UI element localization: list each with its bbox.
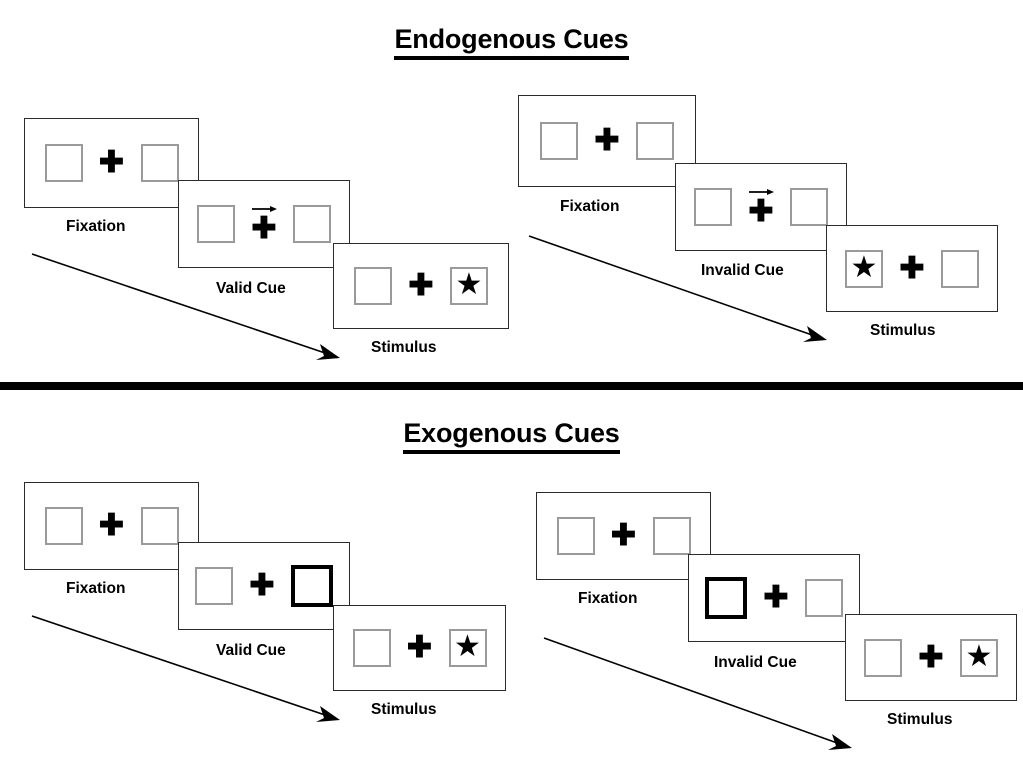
- plus-icon: ✚: [594, 124, 620, 157]
- caption-endogenous-valid-fixation: Fixation: [66, 218, 126, 235]
- fixation-cross: ✚: [916, 636, 946, 680]
- fixation-cross: ✚: [609, 514, 639, 558]
- plus-icon: ✚: [98, 509, 125, 542]
- plus-icon: ✚: [918, 640, 944, 674]
- exogenous-title-text: Exogenous Cues: [403, 418, 620, 454]
- arrow-right-icon: [252, 206, 277, 212]
- endogenous-section: Endogenous Cues ✚ Fixation ✚ Valid Cue: [0, 24, 1023, 360]
- stim-box-right: [293, 205, 331, 243]
- caption-endogenous-invalid-stimulus: Stimulus: [870, 322, 936, 339]
- fixation-cross: ✚: [405, 626, 435, 670]
- caption-exogenous-invalid-fixation: Fixation: [578, 590, 638, 607]
- stim-box-right: [140, 507, 179, 545]
- panel-exogenous-valid-cue: ✚: [178, 542, 350, 630]
- stim-box-left: [556, 517, 595, 555]
- fixation-cross: ✚: [592, 119, 622, 163]
- caption-exogenous-valid-stimulus: Stimulus: [371, 701, 437, 718]
- caption-exogenous-invalid-stimulus: Stimulus: [887, 711, 953, 728]
- stim-box-left: [197, 205, 235, 243]
- panel-exogenous-invalid-fixation: ✚: [536, 492, 711, 580]
- stim-box-left: [352, 629, 391, 667]
- plus-icon: ✚: [763, 581, 789, 614]
- section-divider: [0, 382, 1023, 390]
- star-icon: ★: [455, 268, 483, 301]
- stim-box-left: [694, 188, 732, 226]
- panel-endogenous-invalid-cue: ✚: [675, 163, 847, 251]
- stim-box-right: [790, 188, 828, 226]
- stim-box-right: [941, 249, 979, 288]
- endogenous-section-title: Endogenous Cues: [0, 24, 1023, 60]
- plus-icon: ✚: [406, 631, 433, 664]
- panel-exogenous-valid-stimulus: ✚ ★: [333, 605, 506, 691]
- stim-box-left-target: ★: [845, 249, 883, 288]
- panel-endogenous-valid-fixation: ✚: [24, 118, 199, 208]
- panel-endogenous-invalid-fixation: ✚: [518, 95, 696, 187]
- stim-box-right: [805, 579, 843, 617]
- panel-endogenous-valid-cue: ✚: [178, 180, 350, 268]
- stim-box-right: [652, 517, 691, 555]
- plus-icon: ✚: [251, 212, 277, 245]
- star-icon: ★: [850, 250, 878, 284]
- arrow-right-icon: [749, 189, 774, 195]
- fixation-cross: ✚: [247, 564, 277, 608]
- plus-icon: ✚: [610, 519, 637, 552]
- plus-icon: ✚: [748, 195, 774, 228]
- caption-endogenous-invalid-fixation: Fixation: [560, 198, 620, 215]
- stim-box-right: [636, 122, 674, 160]
- caption-exogenous-invalid-cue: Invalid Cue: [714, 654, 797, 671]
- fixation-cross: ✚: [406, 264, 436, 308]
- stim-box-left: [354, 267, 392, 305]
- plus-icon: ✚: [249, 569, 275, 602]
- fixation-cross-with-arrow-cue: ✚: [746, 185, 776, 229]
- fixation-cross: ✚: [897, 247, 927, 291]
- stim-box-right-target: ★: [450, 267, 488, 305]
- plus-icon: ✚: [98, 146, 125, 179]
- stim-box-right-cued: [291, 565, 333, 607]
- stim-box-right: [140, 144, 179, 182]
- stim-box-left: [195, 567, 233, 605]
- panel-endogenous-invalid-stimulus: ★ ✚: [826, 225, 998, 312]
- exogenous-section-title: Exogenous Cues: [0, 418, 1023, 454]
- star-icon: ★: [454, 630, 481, 663]
- stim-box-left: [864, 638, 902, 677]
- stim-box-right-target: ★: [960, 638, 998, 677]
- caption-endogenous-valid-stimulus: Stimulus: [371, 339, 437, 356]
- panel-endogenous-valid-stimulus: ✚ ★: [333, 243, 509, 329]
- stim-box-left: [44, 144, 83, 182]
- fixation-cross: ✚: [97, 141, 127, 185]
- fixation-cross-with-arrow-cue: ✚: [249, 202, 279, 246]
- fixation-cross: ✚: [97, 504, 127, 548]
- panel-exogenous-valid-fixation: ✚: [24, 482, 199, 570]
- caption-endogenous-valid-cue: Valid Cue: [216, 280, 286, 297]
- panel-exogenous-invalid-stimulus: ✚ ★: [845, 614, 1017, 701]
- stim-box-left: [540, 122, 578, 160]
- panel-exogenous-invalid-cue: ✚: [688, 554, 860, 642]
- fixation-cross: ✚: [761, 576, 791, 620]
- star-icon: ★: [965, 639, 993, 673]
- stim-box-left: [44, 507, 83, 545]
- caption-exogenous-valid-fixation: Fixation: [66, 580, 126, 597]
- timeline-arrow-exogenous-invalid: [543, 637, 852, 750]
- caption-exogenous-valid-cue: Valid Cue: [216, 642, 286, 659]
- caption-endogenous-invalid-cue: Invalid Cue: [701, 262, 784, 279]
- endogenous-title-text: Endogenous Cues: [394, 24, 629, 60]
- exogenous-section: Exogenous Cues ✚ Fixation ✚ Valid Cue ✚: [0, 392, 1023, 767]
- plus-icon: ✚: [408, 269, 434, 302]
- stim-box-left-cued: [705, 577, 747, 619]
- stim-box-right-target: ★: [448, 629, 487, 667]
- plus-icon: ✚: [899, 251, 925, 285]
